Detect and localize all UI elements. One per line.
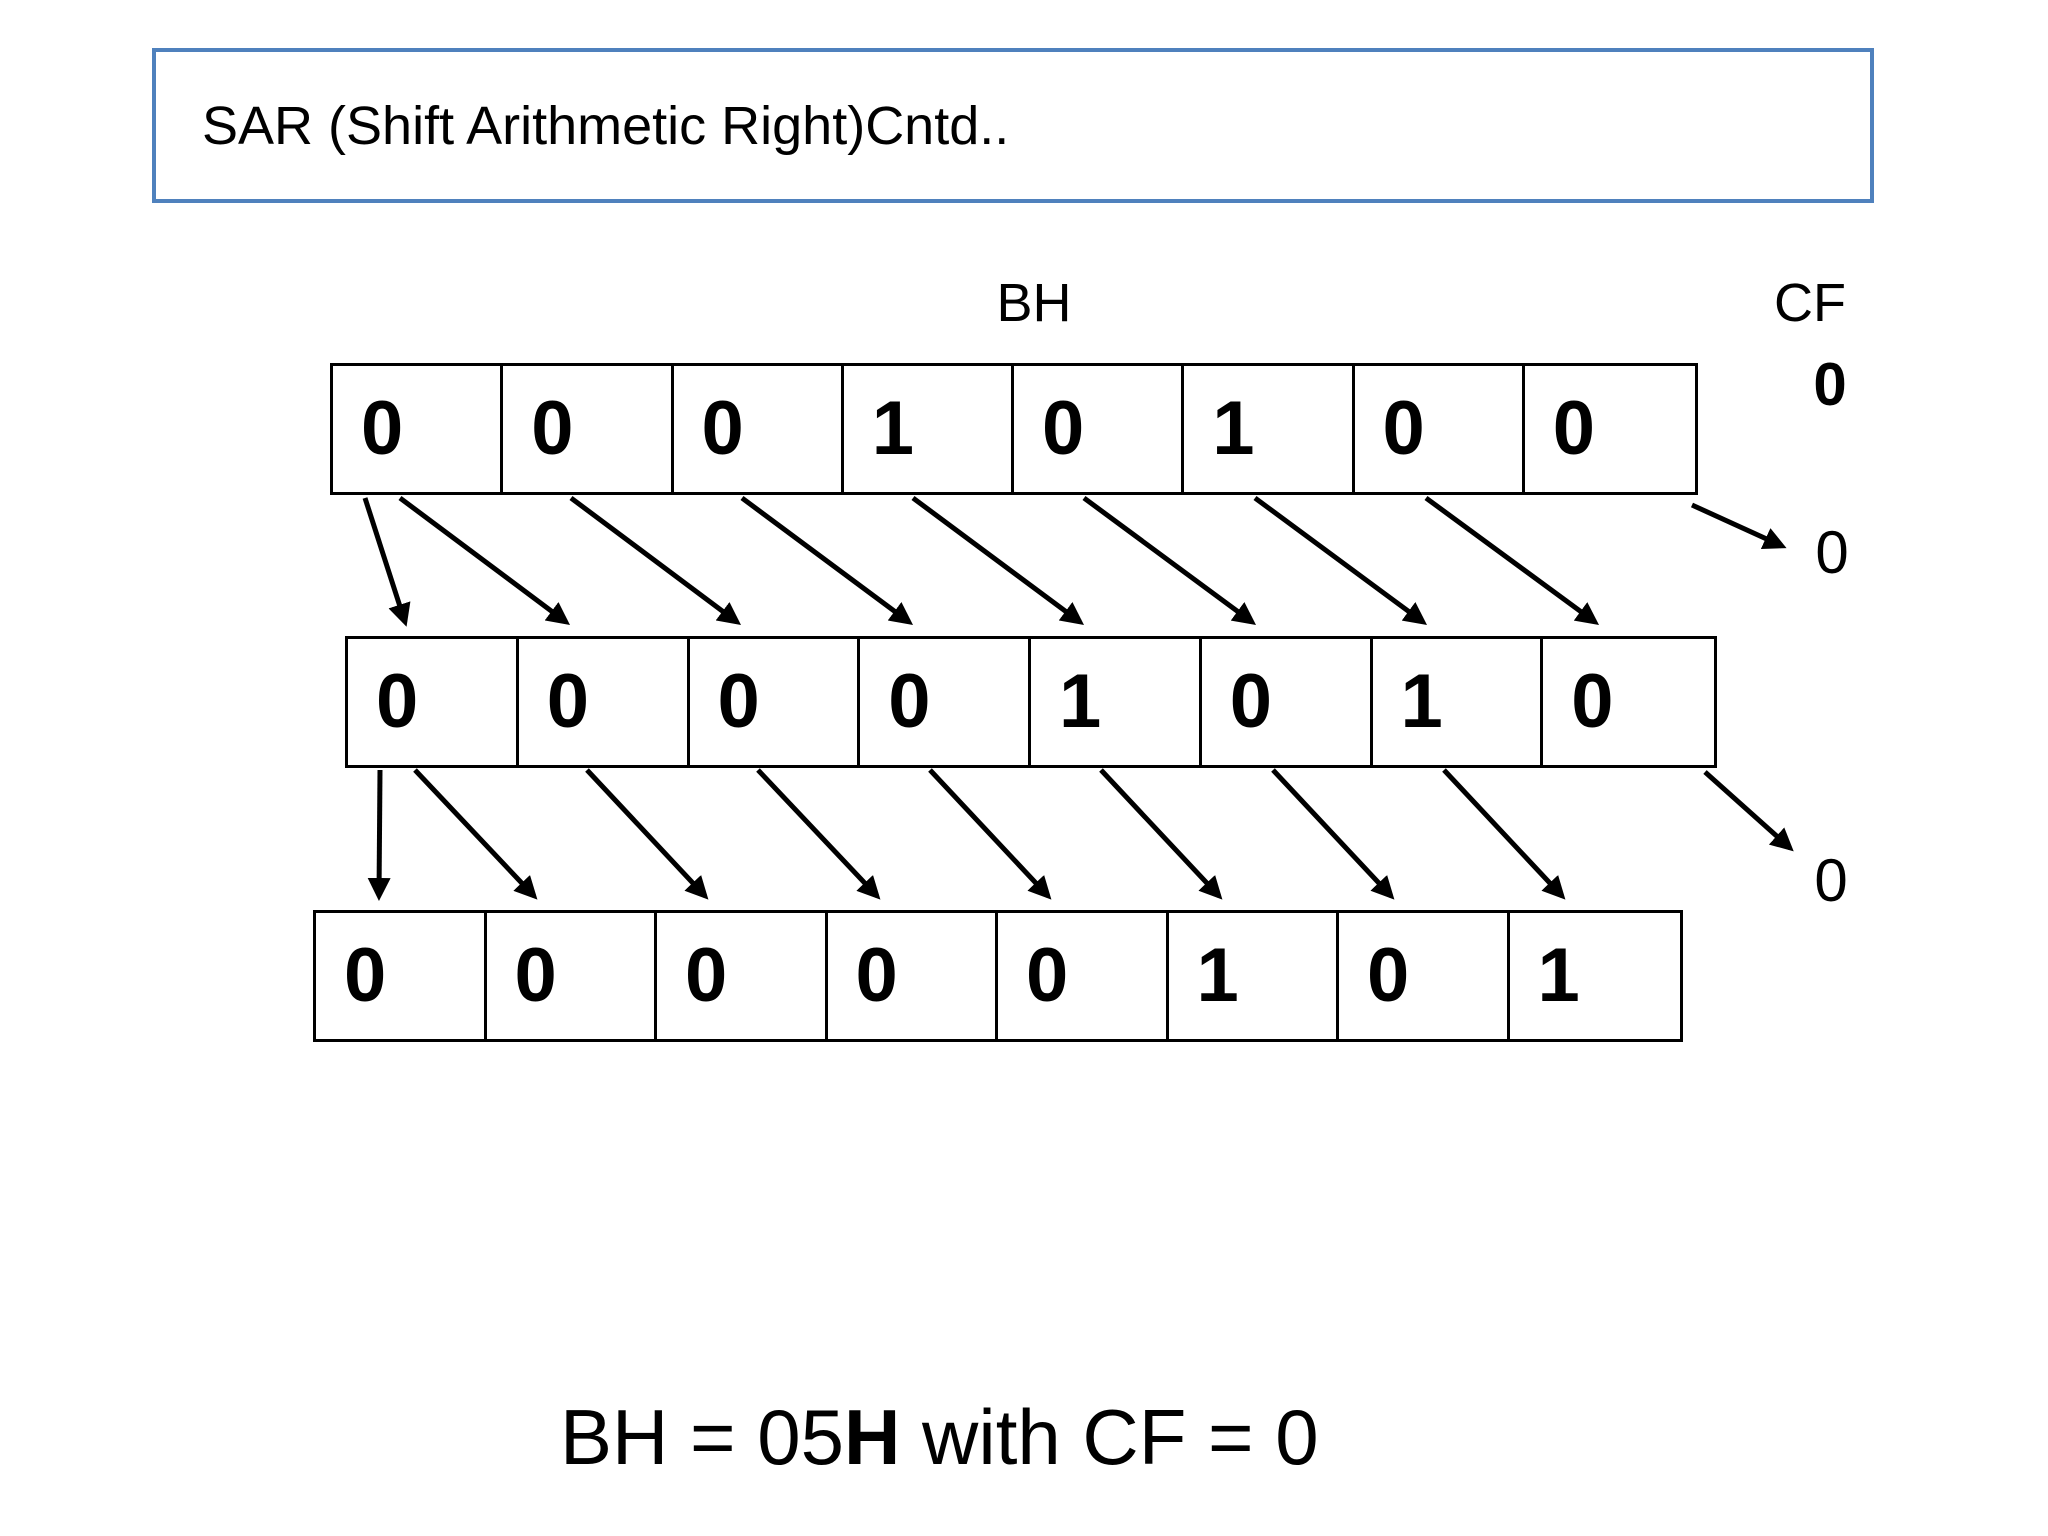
caption-tail: with CF = 0 bbox=[900, 1393, 1319, 1481]
carry-flag-label: CF bbox=[1774, 273, 1846, 333]
bit-cell: 0 bbox=[333, 366, 504, 492]
bit-cell: 1 bbox=[1373, 639, 1544, 765]
title-box: SAR (Shift Arithmetic Right)Cntd.. bbox=[152, 48, 1874, 203]
bit-cell: 1 bbox=[1510, 913, 1681, 1039]
bit-cell: 1 bbox=[844, 366, 1014, 492]
carry-initial-value: 0 bbox=[1813, 351, 1847, 418]
bit-cell: 0 bbox=[503, 366, 674, 492]
bit-value: 0 bbox=[361, 386, 404, 471]
bit-cell: 0 bbox=[1543, 639, 1714, 765]
bit-cell: 0 bbox=[1525, 366, 1695, 492]
bit-value: 1 bbox=[1537, 933, 1580, 1018]
bit-cell: 0 bbox=[828, 913, 998, 1039]
bit-cell: 0 bbox=[1014, 366, 1185, 492]
bit-value: 0 bbox=[1382, 386, 1425, 471]
bit-cell: 0 bbox=[1202, 639, 1373, 765]
bit-value: 0 bbox=[546, 659, 590, 744]
bit-value: 1 bbox=[1400, 659, 1443, 744]
bit-value: 0 bbox=[344, 933, 387, 1018]
page-title: SAR (Shift Arithmetic Right)Cntd.. bbox=[202, 95, 1010, 156]
bit-cell: 1 bbox=[1031, 639, 1202, 765]
bit-cell: 0 bbox=[1355, 366, 1525, 492]
bit-value: 0 bbox=[1367, 933, 1410, 1018]
bit-cell: 1 bbox=[1169, 913, 1339, 1039]
bit-value: 0 bbox=[888, 659, 931, 744]
bit-value: 0 bbox=[855, 933, 898, 1018]
register-row-3: 0 0 0 0 0 1 0 1 bbox=[313, 910, 1683, 1042]
bit-value: 0 bbox=[717, 659, 760, 744]
caption-prefix: BH = 05 bbox=[560, 1393, 845, 1481]
bit-cell: 0 bbox=[690, 639, 861, 765]
bit-cell: 0 bbox=[860, 639, 1031, 765]
bit-value: 1 bbox=[1059, 659, 1102, 744]
bit-value: 1 bbox=[1196, 933, 1239, 1018]
bit-cell: 0 bbox=[487, 913, 657, 1039]
bit-value: 0 bbox=[1571, 659, 1614, 744]
result-caption: BH = 05H with CF = 0 bbox=[560, 1392, 1319, 1483]
bit-cell: 0 bbox=[1339, 913, 1510, 1039]
bit-value: 0 bbox=[685, 933, 728, 1018]
bit-value: 0 bbox=[701, 386, 744, 471]
register-row-2: 0 0 0 0 1 0 1 0 bbox=[345, 636, 1717, 768]
carry-out-value-2: 0 bbox=[1814, 847, 1848, 914]
bit-value: 0 bbox=[376, 659, 419, 744]
register-label-bh: BH bbox=[996, 273, 1072, 333]
bit-value: 0 bbox=[1026, 933, 1069, 1018]
caption-hex-suffix: H bbox=[844, 1393, 901, 1481]
bit-value: 0 bbox=[531, 386, 574, 471]
register-row-1: 0 0 0 1 0 1 0 0 bbox=[330, 363, 1698, 495]
bit-cell: 0 bbox=[316, 913, 487, 1039]
bit-cell: 1 bbox=[1184, 366, 1355, 492]
bit-cell: 0 bbox=[519, 639, 690, 765]
bit-value: 0 bbox=[1042, 386, 1085, 471]
bit-cell: 0 bbox=[674, 366, 844, 492]
carry-out-value-1: 0 bbox=[1815, 519, 1849, 586]
bit-value: 0 bbox=[1229, 659, 1273, 744]
bit-value: 0 bbox=[1552, 386, 1596, 471]
bit-value: 0 bbox=[514, 933, 557, 1018]
bit-cell: 0 bbox=[657, 913, 828, 1039]
bit-value: 1 bbox=[871, 386, 915, 471]
bit-cell: 0 bbox=[348, 639, 519, 765]
bit-cell: 0 bbox=[998, 913, 1169, 1039]
bit-value: 1 bbox=[1212, 386, 1255, 471]
